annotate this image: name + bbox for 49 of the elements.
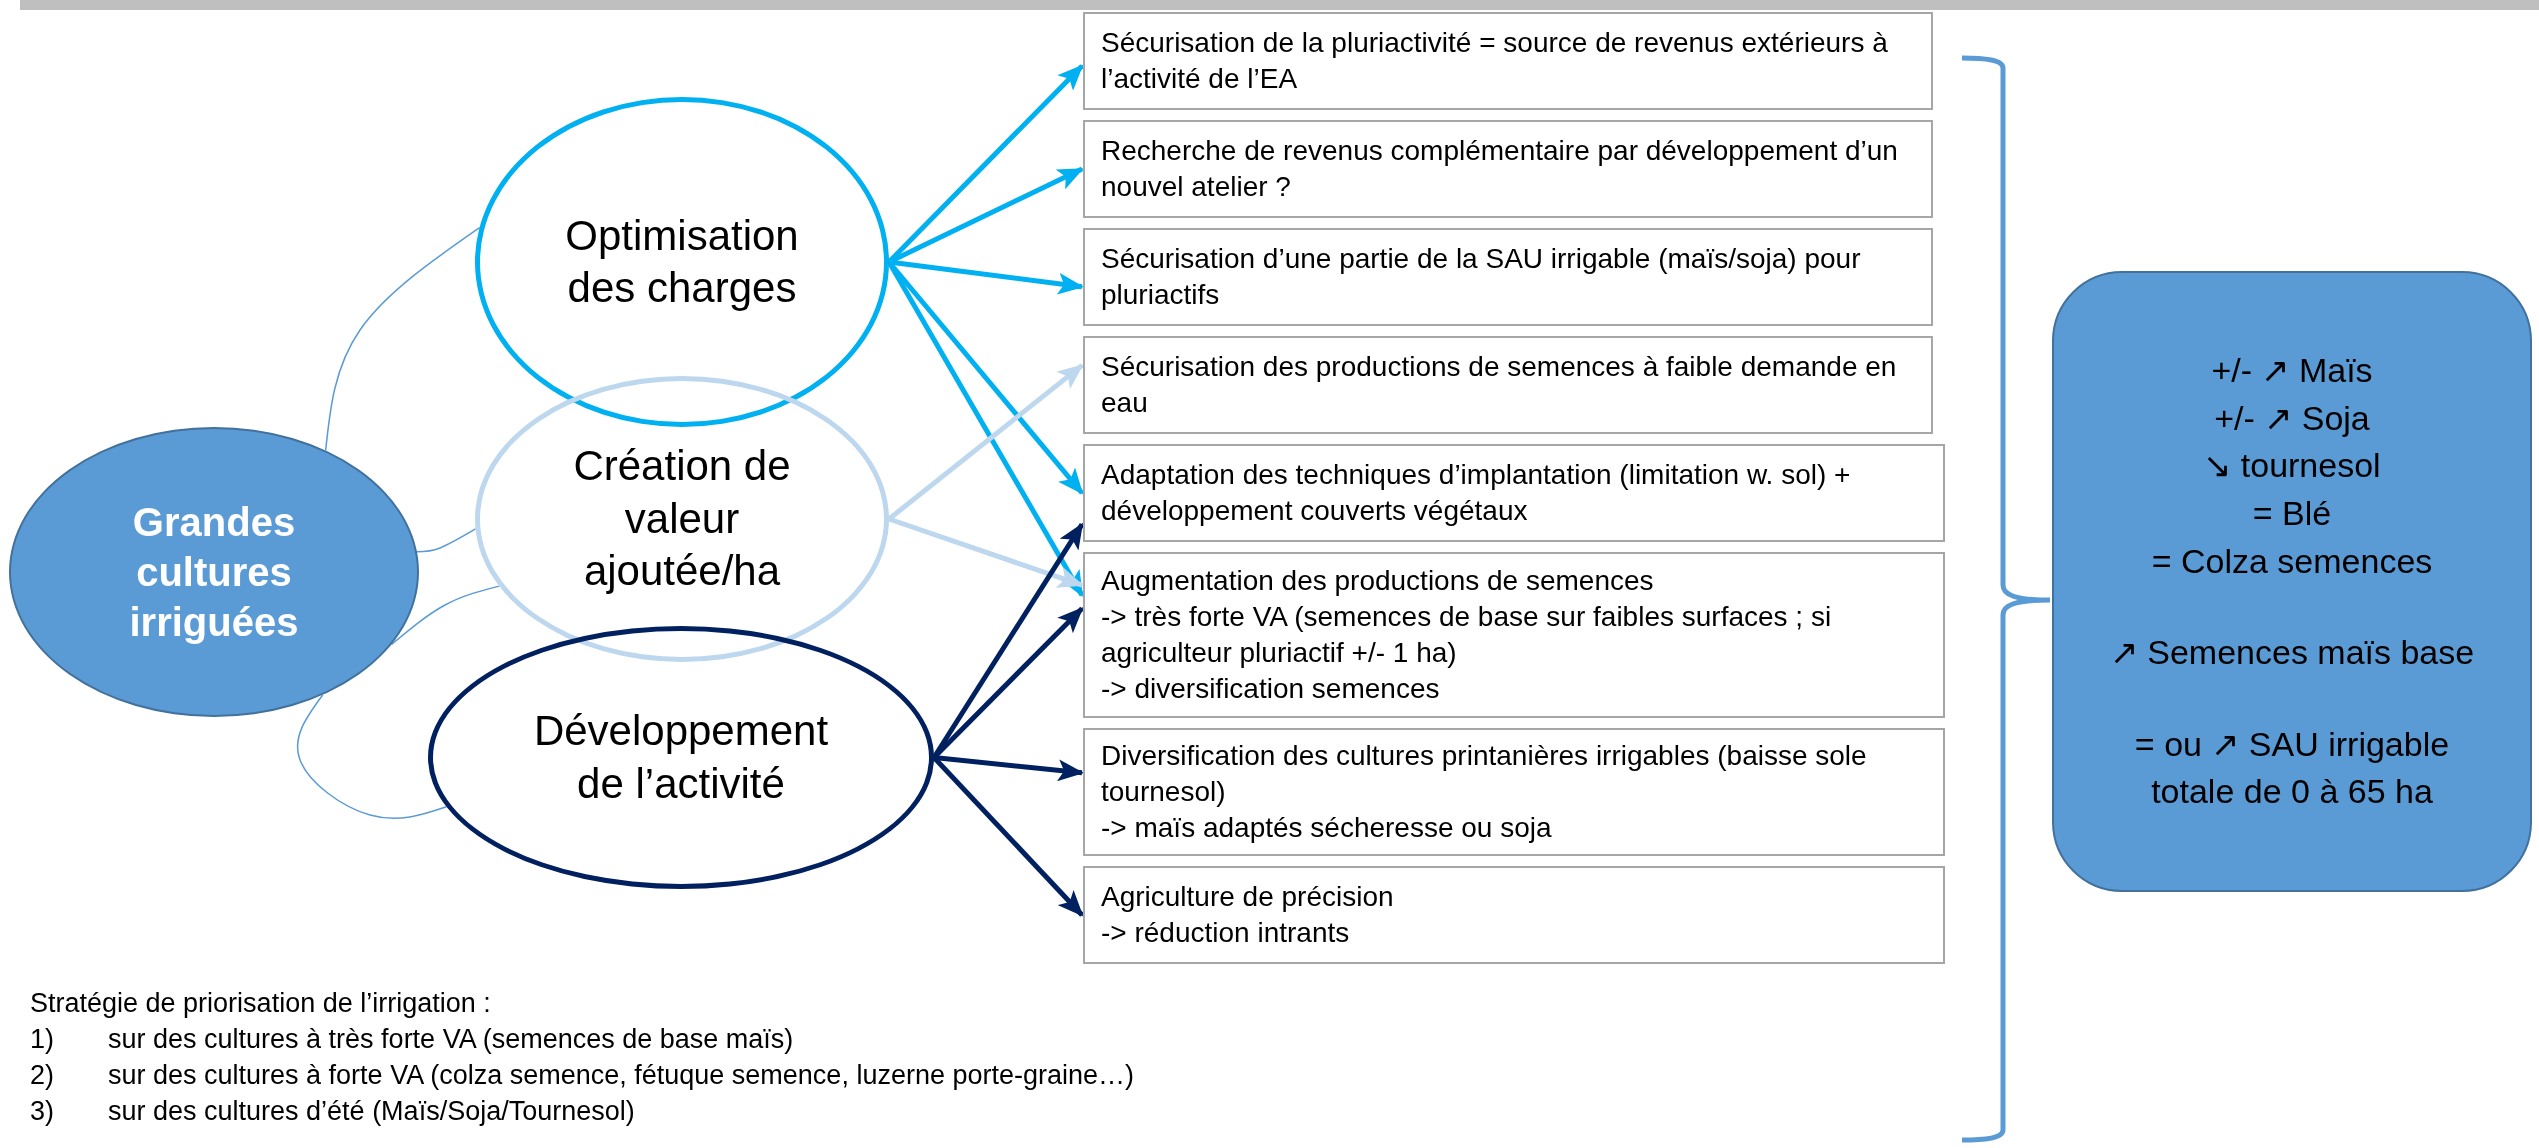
node-text: Agriculture de précision [1101,880,1395,915]
text-box [1083,228,1933,326]
text-box [1083,120,1933,218]
list-number: 3) [30,1095,54,1128]
list-number: 2) [30,1059,54,1092]
node-text: -> très forte VA (semences de base sur faibles surfaces ; si agriculteur pluriactif +/- 1 ha) [1101,600,1833,670]
node-text: Création de valeur ajoutée/ha [572,441,792,597]
node-text: Sécurisation d’une partie de la SAU irrigable (maïs/soja) pour pluriactifs [1101,242,1862,312]
node-text: = Colza semences [2151,540,2433,582]
connector-line [416,528,477,553]
text-box [1083,12,1933,110]
node-text: Augmentation des productions de semences [1101,564,1655,599]
node-text: Recherche de revenus complémentaire par développement d’un nouvel atelier ? [1101,134,1899,204]
list-item: sur des cultures d’été (Maïs/Soja/Tournesol) [108,1095,635,1128]
list-number: 1) [30,1023,54,1056]
arrow [887,363,1084,521]
ellipse [428,626,934,889]
node-text: = ou ↗ SAU irrigable totale de 0 à 65 ha [2133,723,2451,813]
text-box [1083,444,1945,542]
connector-line [324,226,481,452]
node-text: ↗ Semences maïs base [2109,632,2475,674]
node-text: ↘ tournesol [2203,445,2381,487]
node-text: -> maïs adaptés sécheresse ou soja [1101,810,1553,845]
text-box [1083,552,1945,718]
node-text: -> diversification semences [1101,671,1441,706]
note-heading: Stratégie de priorisation de l’irrigation : [30,987,491,1020]
summary-box [2052,271,2532,892]
text-box [1083,336,1933,434]
node-text: Optimisation des charges [564,210,800,313]
node-text: Adaptation des techniques d’implantation (limitation w. sol) + développement couverts végétaux [1101,458,1852,528]
node-text: Développement de l’activité [532,706,830,809]
text-box [1083,866,1945,964]
list-item: sur des cultures à forte VA (colza semence, fétuque semence, luzerne porte-graine…) [108,1059,1134,1092]
node-text: Sécurisation de la pluriactivité = source de revenus extérieurs à l’activité de l’EA [1101,26,1889,96]
arrow [888,516,1084,588]
node-text: -> réduction intrants [1101,916,1351,950]
ellipse [475,376,889,662]
node-text: Diversification des cultures printanières irrigables (baisse sole tournesol) [1101,739,1868,810]
arrow [932,755,1084,917]
node-text: +/- ↗ Maïs [2211,350,2373,392]
node-text: +/- ↗ Soja [2214,397,2370,439]
text-box [1083,728,1945,856]
ellipse [475,97,889,427]
list-item: sur des cultures à très forte VA (semences de base maïs) [108,1023,794,1056]
connector-line [296,694,448,819]
node-text: Grandes cultures irriguées [128,499,300,646]
node-text: Sécurisation des productions de semences à faible demande en eau [1101,350,1898,420]
connector-line [390,585,500,646]
node-text: = Blé [2252,492,2332,534]
